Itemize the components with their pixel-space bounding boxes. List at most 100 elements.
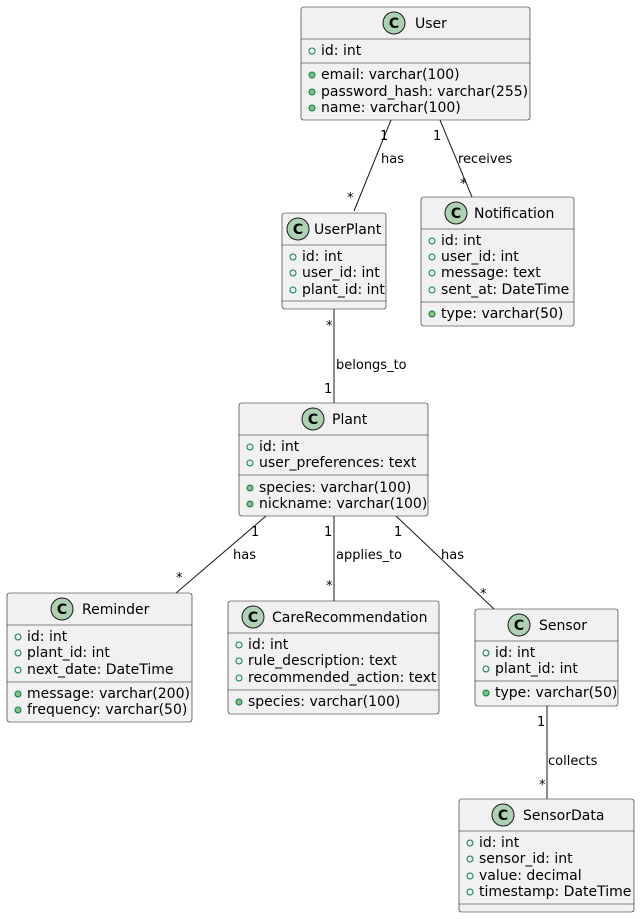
relation-line [175, 515, 267, 594]
relation-label: has [381, 152, 404, 167]
relation-label: has [441, 548, 464, 563]
class-title: UserPlant [314, 222, 382, 238]
multiplicity-from: 1 [324, 525, 332, 540]
svg-text:C: C [293, 222, 303, 238]
class-title: Sensor [539, 618, 587, 634]
private-attribute-icon [428, 310, 436, 318]
class-attribute: nickname: varchar(100) [259, 496, 427, 512]
class-notification: C Notification id: int user_id: int mess… [420, 196, 575, 327]
svg-text:C: C [498, 808, 508, 824]
public-field-icon [289, 269, 297, 277]
class-field: timestamp: DateTime [479, 884, 631, 900]
public-field-icon [308, 47, 316, 55]
multiplicity-to: * [480, 587, 487, 602]
private-attribute-icon [308, 71, 316, 79]
class-attribute: name: varchar(100) [321, 100, 461, 116]
class-field: plant_id: int [495, 661, 578, 677]
relation-label: belongs_to [336, 358, 407, 373]
class-field: id: int [321, 43, 362, 59]
public-field-icon [428, 237, 436, 245]
svg-text:C: C [57, 602, 67, 618]
class-field: rule_description: text [248, 653, 397, 669]
class-box [238, 402, 429, 517]
public-field-icon [428, 253, 436, 261]
class-box [227, 600, 440, 715]
public-field-icon [235, 674, 243, 682]
class-field: sensor_id: int [479, 851, 573, 867]
class-field: plant_id: int [27, 645, 110, 661]
relation-line [439, 119, 473, 198]
class-box [281, 212, 387, 310]
multiplicity-to: * [176, 571, 183, 586]
public-field-icon [235, 641, 243, 649]
relation-label: applies_to [336, 548, 402, 563]
class-field: message: text [441, 265, 541, 281]
private-attribute-icon [308, 88, 316, 96]
multiplicity-to: * [460, 177, 467, 192]
class-field: id: int [441, 233, 482, 249]
relation-label: collects [548, 754, 598, 769]
class-sensor: C Sensor id: int plant_id: int type: var… [474, 608, 619, 707]
class-badge-icon: C [382, 11, 406, 35]
class-badge-icon: C [301, 407, 325, 431]
multiplicity-to: * [347, 191, 354, 206]
multiplicity-from: 1 [433, 129, 441, 144]
public-field-icon [289, 286, 297, 294]
class-field: id: int [495, 645, 536, 661]
public-field-icon [289, 253, 297, 261]
multiplicity-from: 1 [537, 715, 545, 730]
class-attribute: password_hash: varchar(255) [321, 84, 528, 100]
private-attribute-icon [14, 706, 22, 714]
relation-user-userplant: has 1 * [347, 119, 404, 212]
private-attribute-icon [482, 689, 490, 697]
class-title: Reminder [82, 602, 150, 618]
class-box [300, 6, 531, 121]
class-box [474, 608, 619, 707]
public-field-icon [14, 649, 22, 657]
public-field-icon [246, 443, 254, 451]
class-attribute: email: varchar(100) [321, 67, 460, 83]
multiplicity-from: 1 [394, 525, 402, 540]
class-title: Plant [332, 412, 368, 428]
class-sensordata: C SensorData id: int sensor_id: int valu… [458, 798, 635, 913]
public-field-icon [428, 286, 436, 294]
public-field-icon [466, 839, 474, 847]
relation-plant-sensor: has 1 * [394, 515, 495, 610]
relation-line [353, 119, 392, 212]
class-attribute: species: varchar(100) [248, 694, 400, 710]
relation-userplant-plant: belongs_to * 1 [324, 309, 407, 403]
private-attribute-icon [235, 698, 243, 706]
public-field-icon [466, 855, 474, 863]
class-field: id: int [479, 835, 520, 851]
public-field-icon [246, 459, 254, 467]
class-field: sent_at: DateTime [441, 282, 569, 298]
class-attribute: message: varchar(200) [27, 686, 190, 702]
relation-label: has [233, 548, 256, 563]
svg-text:C: C [248, 610, 258, 626]
public-field-icon [482, 649, 490, 657]
svg-text:C: C [514, 618, 524, 634]
class-field: recommended_action: text [248, 670, 437, 686]
public-field-icon [14, 633, 22, 641]
private-attribute-icon [246, 484, 254, 492]
class-badge-icon: C [507, 613, 531, 637]
multiplicity-from: * [326, 319, 333, 334]
relation-user-notification: receives 1 * [433, 119, 513, 198]
public-field-icon [428, 269, 436, 277]
svg-text:C: C [451, 206, 461, 222]
class-badge-icon: C [241, 605, 265, 629]
relation-sensor-sensordata: collects 1 * [537, 706, 598, 799]
class-badge-icon: C [491, 803, 515, 827]
class-field: user_preferences: text [259, 455, 417, 471]
relation-plant-reminder: has 1 * [175, 515, 267, 594]
class-plant: C Plant id: int user_preferences: text s… [238, 402, 429, 517]
class-field: next_date: DateTime [27, 662, 173, 678]
class-box [458, 798, 635, 913]
class-userplant: C UserPlant id: int user_id: int plant_i… [281, 212, 387, 310]
class-field: user_id: int [441, 249, 519, 265]
svg-text:C: C [389, 16, 399, 32]
class-badge-icon: C [286, 217, 310, 241]
public-field-icon [14, 666, 22, 674]
multiplicity-to: 1 [324, 382, 332, 397]
